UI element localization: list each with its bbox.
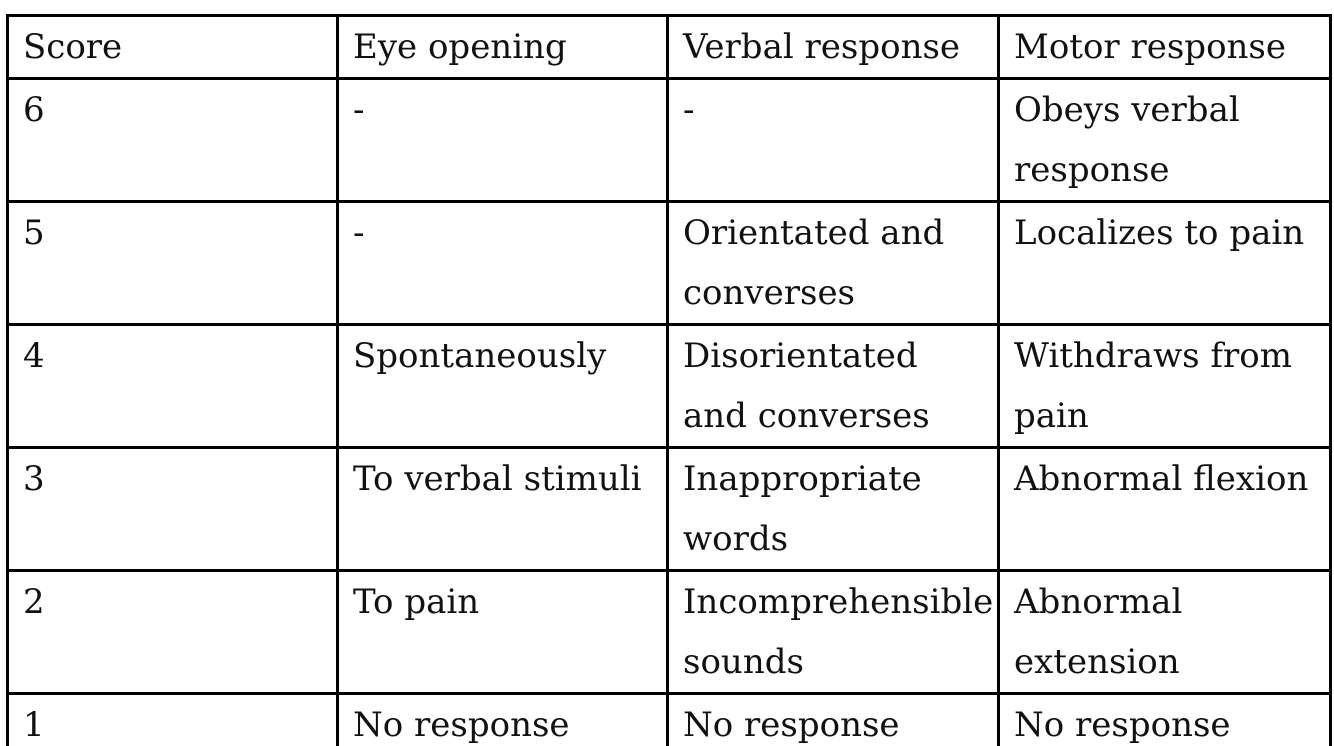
cell-motor-response: Abnormal flexion	[997, 446, 1332, 572]
cell-verbal-response: -	[666, 77, 1000, 203]
cell-motor-response: Abnormal extension	[997, 569, 1332, 695]
table-row: 3 To verbal stimuli Inappropriate words …	[6, 446, 1332, 572]
cell-score: 6	[6, 77, 339, 203]
cell-score: 1	[6, 692, 339, 746]
header-cell-eye-opening: Eye opening	[336, 14, 669, 80]
cell-score: 2	[6, 569, 339, 695]
cell-verbal-response: Disorientated and converses	[666, 323, 1000, 449]
table-row: 2 To pain Incomprehensible sounds Abnorm…	[6, 569, 1332, 695]
cell-motor-response: No response	[997, 692, 1332, 746]
header-cell-score: Score	[6, 14, 339, 80]
cell-score: 4	[6, 323, 339, 449]
cell-eye-opening: -	[336, 77, 669, 203]
cell-eye-opening: Spontaneously	[336, 323, 669, 449]
glasgow-coma-scale-table: Score Eye opening Verbal response Motor …	[6, 14, 1332, 746]
cell-verbal-response: No response	[666, 692, 1000, 746]
cell-eye-opening: To verbal stimuli	[336, 446, 669, 572]
header-cell-verbal-response: Verbal response	[666, 14, 1000, 80]
header-cell-motor-response: Motor response	[997, 14, 1332, 80]
cell-motor-response: Withdraws from pain	[997, 323, 1332, 449]
table-row: 4 Spontaneously Disorientated and conver…	[6, 323, 1332, 449]
cell-eye-opening: To pain	[336, 569, 669, 695]
table-row: 1 No response No response No response	[6, 692, 1332, 746]
cell-motor-response: Obeys verbal response	[997, 77, 1332, 203]
cell-verbal-response: Incomprehensible sounds	[666, 569, 1000, 695]
cell-motor-response: Localizes to pain	[997, 200, 1332, 326]
cell-verbal-response: Inappropriate words	[666, 446, 1000, 572]
cell-eye-opening: -	[336, 200, 669, 326]
cell-score: 3	[6, 446, 339, 572]
table-header-row: Score Eye opening Verbal response Motor …	[6, 14, 1332, 80]
cell-verbal-response: Orientated and converses	[666, 200, 1000, 326]
cell-eye-opening: No response	[336, 692, 669, 746]
table-row: 5 - Orientated and converses Localizes t…	[6, 200, 1332, 326]
table-row: 6 - - Obeys verbal response	[6, 77, 1332, 203]
cell-score: 5	[6, 200, 339, 326]
